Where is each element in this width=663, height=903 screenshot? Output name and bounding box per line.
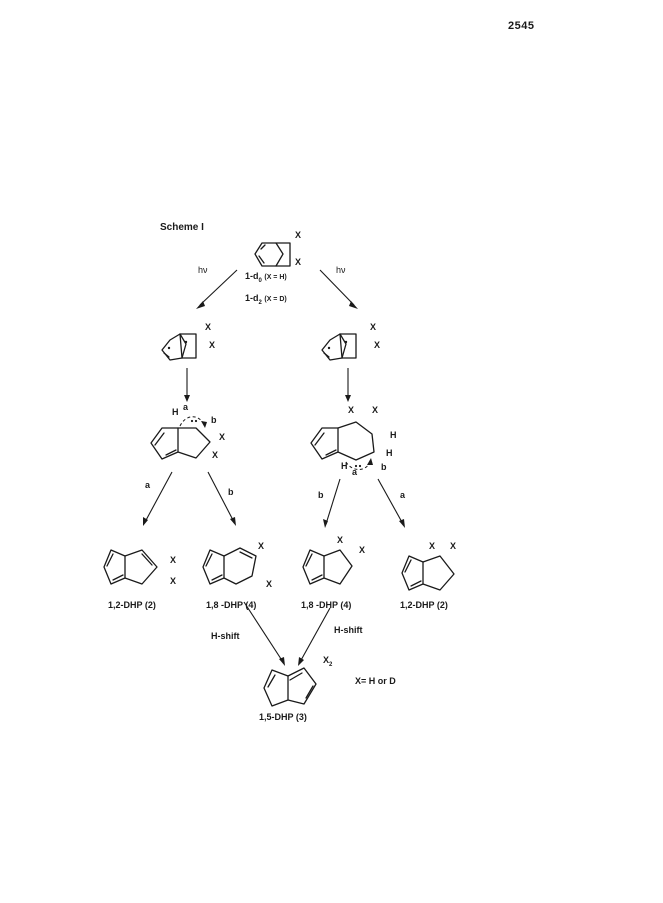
atom-x-label: X: [295, 257, 302, 267]
atom-h-label: H: [390, 430, 397, 440]
path-a-label: a: [145, 480, 151, 490]
atom-x-label: X: [359, 545, 366, 555]
arrow-b-left: [207, 471, 236, 526]
atom-x-label: X: [170, 576, 177, 586]
atom-x-label: X: [205, 322, 212, 332]
arrow-hshift-right: [298, 607, 331, 666]
arrow-hv-right: [319, 269, 358, 309]
atom-h-label: H: [172, 407, 179, 417]
atom-x-label: X: [337, 535, 344, 545]
left-diradical-structure: [161, 333, 197, 361]
atom-x-label: X: [348, 405, 355, 415]
arrow-b-right: [323, 478, 341, 528]
hv-label-left: hν: [198, 265, 208, 275]
product-left-18dhp-structure: [202, 547, 257, 585]
atom-x-label: X: [372, 405, 379, 415]
hshift-label-left: H-shift: [211, 631, 240, 641]
atom-x-label: X: [266, 579, 273, 589]
right-tricyclic-intermediate: [310, 421, 375, 470]
atom-h-label: H: [341, 461, 348, 471]
arrow-a-right: [377, 478, 405, 528]
page-number: 2545: [508, 20, 535, 32]
product-label-right-18dhp: 1,8 -DHP (4): [301, 600, 352, 610]
path-a-label: a: [352, 467, 358, 477]
compound-1-d2-label: 1-d2 (X = D): [245, 293, 287, 306]
arrow-down-left: [184, 368, 190, 402]
product-label-right-12dhp: 1,2-DHP (2): [400, 600, 448, 610]
hshift-label-right: H-shift: [334, 625, 363, 635]
x2-substituent-label: X2: [323, 655, 333, 668]
atom-x-label: X: [170, 555, 177, 565]
atom-x-label: X: [295, 230, 302, 240]
atom-x-label: X: [258, 541, 265, 551]
atom-x-label: X: [429, 541, 436, 551]
atom-x-label: X: [450, 541, 457, 551]
path-a-label: a: [183, 402, 189, 412]
product-right-12dhp-structure: [401, 555, 455, 591]
product-left-12dhp-structure: [103, 549, 158, 585]
path-b-label: b: [211, 415, 217, 425]
benzocyclobutene-structure: [254, 242, 291, 267]
atom-x-label: X: [209, 340, 216, 350]
path-a-label: a: [400, 490, 406, 500]
scheme-title: Scheme I: [160, 222, 204, 233]
path-b-label: b: [318, 490, 324, 500]
arrow-hshift-left: [243, 601, 285, 666]
atom-x-label: X: [374, 340, 381, 350]
compound-1-d0-label: 1-d0 (X = H): [245, 271, 287, 284]
arrow-a-left: [143, 471, 173, 526]
product-right-18dhp-structure: [302, 549, 353, 585]
atom-x-label: X: [212, 450, 219, 460]
arrow-down-right: [345, 368, 351, 402]
final-15dhp-structure: [263, 667, 317, 707]
atom-x-label: X: [219, 432, 226, 442]
atom-x-label: X: [370, 322, 377, 332]
right-diradical-structure: [321, 333, 357, 361]
atom-h-label: H: [386, 448, 393, 458]
path-b-label: b: [381, 462, 387, 472]
hv-label-right: hν: [336, 265, 346, 275]
left-tricyclic-intermediate: [150, 416, 211, 460]
product-label-left-12dhp: 1,2-DHP (2): [108, 600, 156, 610]
product-label-left-18dhp: 1,8 -DHP (4): [206, 600, 257, 610]
arrow-hv-left: [196, 269, 238, 309]
final-product-label: 1,5-DHP (3): [259, 712, 307, 722]
legend-x-definition: X= H or D: [355, 676, 396, 686]
path-b-label: b: [228, 487, 234, 497]
